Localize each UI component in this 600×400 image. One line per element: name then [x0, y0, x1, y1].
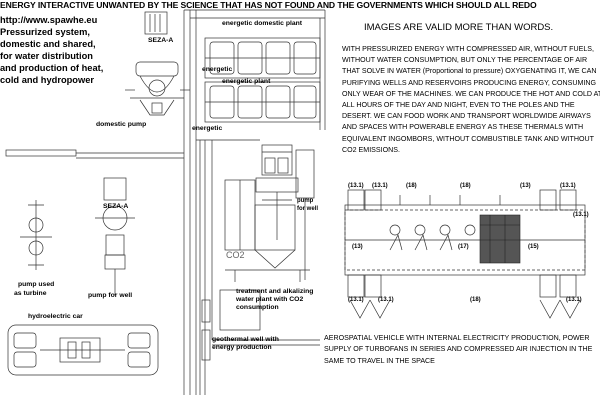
co2-label: CO2 [226, 250, 245, 260]
treatment-label-1: treatment and alkalizing [236, 288, 314, 295]
description-paragraph: WITH PRESSURIZED ENERGY WITH COMPRESSED … [342, 45, 600, 154]
vehicle-label: (18) [470, 297, 481, 303]
left-line: Pressurized system, [0, 27, 90, 37]
left-line: and production of heat, [0, 63, 104, 73]
left-pump-drawing [5, 149, 184, 295]
pump-used-as-label: pump used [18, 281, 55, 288]
vehicle-label: (13) [520, 183, 531, 189]
energetic-domestic-plant-label: energetic domestic plant [222, 20, 303, 27]
left-line: for water distribution [0, 51, 93, 61]
sez-a-label: SEZA-A [148, 37, 174, 44]
aerospatial-vehicle-drawing [344, 189, 586, 319]
pump-for-well-label: pump for well [88, 292, 133, 299]
vehicle-label: (13.1) [573, 212, 589, 218]
electric-panel-drawing [479, 214, 521, 264]
as-turbine-label: as turbine [14, 290, 47, 297]
vehicle-label: (13.1) [372, 183, 388, 189]
vehicle-label: (18) [406, 183, 417, 189]
geothermal-label-2: energy production [212, 344, 272, 351]
geothermal-label-1: geothermal well with [212, 336, 279, 343]
images-valid-heading: IMAGES ARE VALID MORE THAN WORDS. [364, 22, 554, 33]
geothermal-well-drawing [212, 289, 320, 346]
treatment-label-3: consumption [236, 304, 279, 311]
aerospatial-caption: AEROSPATIAL VEHICLE WITH INTERNAL ELECTR… [324, 334, 593, 365]
sez-a2-label: SEZA-A [103, 203, 129, 210]
domestic-pump-label: domestic pump [96, 121, 147, 128]
treatment-plant-drawing [224, 149, 315, 282]
treatment-label-2: water plant with CO2 [236, 296, 304, 303]
hydroelectric-car-label: hydroelectric car [28, 313, 83, 320]
pump-for-well-right-label-1: pump [297, 198, 314, 204]
vehicle-label: (17) [458, 244, 469, 250]
vehicle-label: (13.1) [348, 183, 364, 189]
vehicle-label: (13.1) [348, 297, 364, 303]
vehicle-label: (13.1) [560, 183, 576, 189]
pump-for-well-right-label-2: for well [297, 206, 319, 212]
energetic-label: energetic [202, 66, 233, 73]
vehicle-label: (13.1) [566, 297, 582, 303]
left-description: http://www.spawhe.eu Pressurized system,… [0, 14, 120, 86]
energetic-plant-drawings [204, 10, 326, 130]
page-title: ENERGY INTERACTIVE UNWANTED BY THE SCIEN… [0, 0, 537, 10]
vehicle-label: (18) [460, 183, 471, 189]
vehicle-label: (15) [528, 244, 539, 250]
energetic-plant-label: energetic plant [222, 78, 271, 85]
website-url[interactable]: http://www.spawhe.eu [0, 15, 98, 25]
vehicle-label: (13.1) [378, 297, 394, 303]
left-line: cold and hydropower [0, 75, 95, 85]
vehicle-label: (13) [352, 244, 363, 250]
hydroelectric-car-drawing [7, 324, 159, 376]
domestic-pump-drawing [125, 11, 190, 116]
middle-plant [255, 144, 299, 240]
energetic-label-2: energetic [192, 125, 223, 132]
left-line: domestic and shared, [0, 39, 96, 49]
central-column [183, 9, 325, 395]
